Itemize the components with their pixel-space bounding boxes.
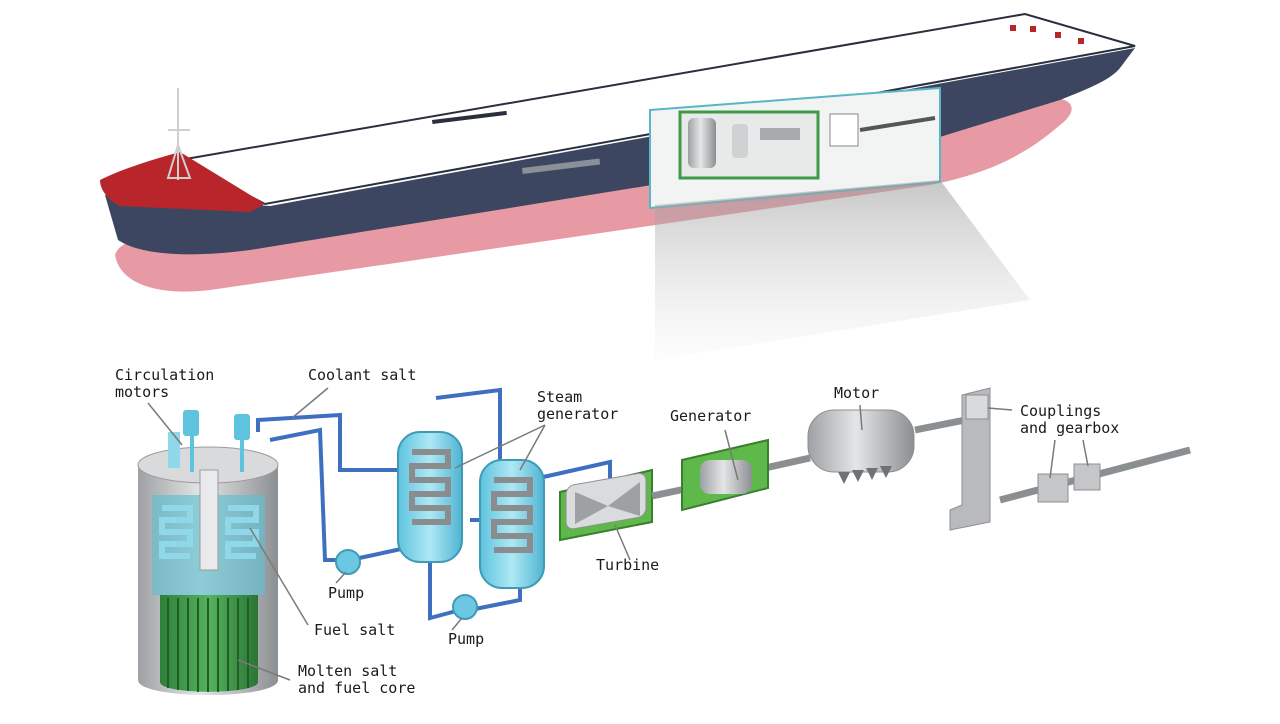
label-coolant-salt: Coolant salt — [308, 366, 417, 384]
ship-bow — [100, 152, 265, 212]
label-motor: Motor — [834, 384, 880, 402]
pump-1 — [335, 549, 361, 575]
label-circulation-motors: Circulation motors — [115, 367, 214, 401]
coupling-1 — [1037, 473, 1069, 503]
label-couplings-line-2: and gearbox — [1020, 419, 1120, 437]
label-molten-core-line-2: and fuel core — [298, 679, 416, 697]
steam-generator-1 — [397, 431, 463, 563]
label-circulation-motors-line-1: Circulation — [115, 366, 215, 384]
label-couplings-line-1: Couplings — [1020, 402, 1102, 420]
ship-mast — [166, 88, 192, 180]
label-molten-core-line-1: Molten salt — [298, 662, 398, 680]
circulation-motor-right — [234, 414, 250, 472]
label-steam-generator-line-2: generator — [537, 405, 619, 423]
generator — [681, 438, 769, 512]
reactor-vessel — [137, 410, 279, 695]
label-pump-2: Pump — [448, 630, 485, 648]
gearbox-tower — [949, 387, 991, 531]
label-molten-core: Molten salt and fuel core — [298, 663, 415, 697]
steam-generator-2 — [479, 459, 545, 589]
zoom-beam — [655, 180, 1030, 360]
ship — [100, 12, 1136, 292]
label-turbine: Turbine — [596, 556, 660, 574]
label-circulation-motors-line-2: motors — [115, 383, 170, 401]
motor — [807, 409, 915, 484]
label-steam-generator-line-1: Steam — [537, 388, 583, 406]
circulation-motor-left — [168, 410, 199, 472]
label-pump-1: Pump — [328, 584, 365, 602]
turbine — [559, 468, 653, 542]
label-couplings-gearbox: Couplings and gearbox — [1020, 403, 1119, 437]
pump-2 — [452, 594, 478, 620]
label-generator: Generator — [670, 407, 752, 425]
label-steam-generator: Steam generator — [537, 389, 618, 423]
label-fuel-salt: Fuel salt — [314, 621, 396, 639]
callout-lines — [147, 387, 1089, 681]
coupling-2 — [1073, 463, 1101, 491]
